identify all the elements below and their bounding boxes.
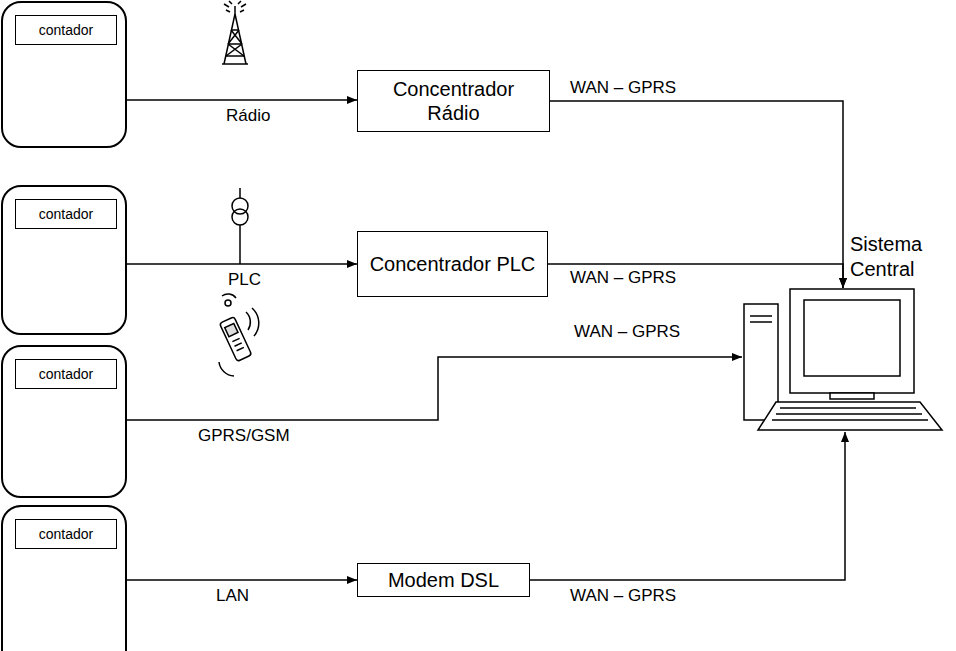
connector	[548, 264, 843, 288]
link-label: WAN – GPRS	[572, 322, 682, 342]
process-box: Modem DSL	[357, 563, 530, 597]
process-box: Concentrador Rádio	[357, 70, 550, 132]
box-label: Concentrador Rádio	[366, 77, 541, 125]
phone-icon	[219, 294, 259, 376]
process-box: Concentrador PLC	[357, 231, 548, 297]
link-label: GPRS/GSM	[196, 426, 292, 446]
meter-label: contador	[15, 15, 117, 45]
antenna-icon	[222, 1, 248, 64]
link-label: Rádio	[224, 106, 272, 126]
link-label: WAN – GPRS	[568, 78, 678, 98]
link-label: WAN – GPRS	[568, 586, 678, 606]
connector	[127, 579, 357, 581]
meter-housing: contador	[1, 185, 127, 335]
connector	[127, 99, 357, 101]
link-label: LAN	[214, 586, 251, 606]
connector	[550, 101, 843, 288]
system-heading: Sistema Central	[850, 232, 942, 282]
computer-icon	[744, 289, 942, 430]
meter-label: contador	[15, 199, 117, 229]
central-system: Sistema Central	[742, 288, 946, 432]
meter-housing: contador	[1, 1, 127, 148]
transformer-symbol	[232, 188, 248, 264]
box-label: Modem DSL	[388, 568, 499, 592]
link-label: PLC	[226, 270, 263, 290]
box-label: Concentrador PLC	[370, 252, 536, 276]
meter-housing: contador	[1, 505, 127, 651]
link-label: WAN – GPRS	[568, 268, 678, 288]
connector	[127, 263, 357, 265]
meter-housing: contador	[1, 345, 127, 498]
connector	[127, 357, 742, 420]
connector	[530, 432, 845, 580]
meter-label: contador	[15, 519, 117, 549]
meter-label: contador	[15, 359, 117, 389]
